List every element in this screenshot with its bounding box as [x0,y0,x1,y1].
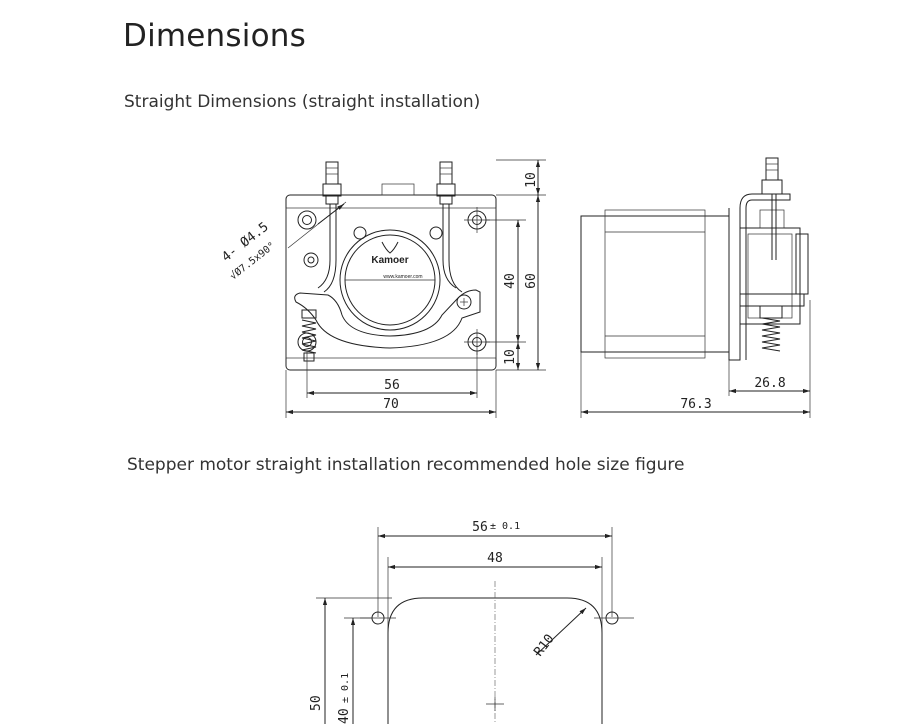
lever-knob [456,294,472,310]
dim-bottom-label: 10 [503,349,518,365]
top-boss [381,183,415,196]
radius-leader [535,607,587,656]
dim-height-label: 60 [524,273,539,289]
dim-outer-width-tolerance: ± 0.1 [490,521,520,532]
dim-radius-label: R10 [531,632,557,660]
side-tube-fitting [765,157,779,181]
hole-size-drawing: 56 ± 0.1 48 R10 50 40 ± 0.1 [309,520,634,724]
spring [301,309,317,362]
horizontal-dimensions: 56 70 [285,351,497,418]
dim-width-label: 70 [383,397,399,412]
dim-hole-spacing-v-label: 40 [503,273,518,289]
screw-top-left [353,226,367,240]
vertical-dimensions: 10 40 60 10 [486,159,546,371]
dim-hole-spacing-v-label: 40 [337,708,352,724]
tube-connector-left [317,161,342,293]
dim-depth-total-label: 76.3 [680,397,711,412]
dim-outer-width-label: 56 [472,520,488,535]
section-heading-straight-dimensions: Straight Dimensions (straight installati… [124,92,481,112]
side-bracket [728,193,791,361]
screw-top-right [429,226,443,240]
rotor-housing [339,229,441,331]
dim-outer-height-label: 50 [309,695,324,711]
dim-hole-spacing-v-tolerance: ± 0.1 [340,673,351,703]
brand-text: Kamoer [371,255,408,266]
dim-hole-spacing-h-label: 56 [384,378,400,393]
clamp-lever [294,289,481,349]
dim-inner-width-label: 48 [487,551,503,566]
kamoer-logo-icon [381,241,399,254]
page-title: Dimensions [123,18,306,54]
side-view: 26.8 76.3 [580,157,811,418]
mounting-plate [285,194,497,371]
website-text: www.kamoer.com [383,274,422,280]
section-heading-hole-size: Stepper motor straight installation reco… [127,455,685,475]
dim-depth-pump-label: 26.8 [754,376,785,391]
pump-dimension-drawing: Kamoer www.kamoer.com 4- Ø4.5 √Ø7.5x90° [219,157,811,418]
tube-connector-right [436,161,463,293]
side-spring [761,317,781,352]
plate-face [285,207,497,359]
pump-head-side [739,227,801,325]
screw-left [303,252,319,268]
front-view: Kamoer www.kamoer.com 4- Ø4.5 √Ø7.5x90° [219,159,546,418]
motor-body [580,215,730,353]
dim-top-label: 10 [524,172,539,188]
